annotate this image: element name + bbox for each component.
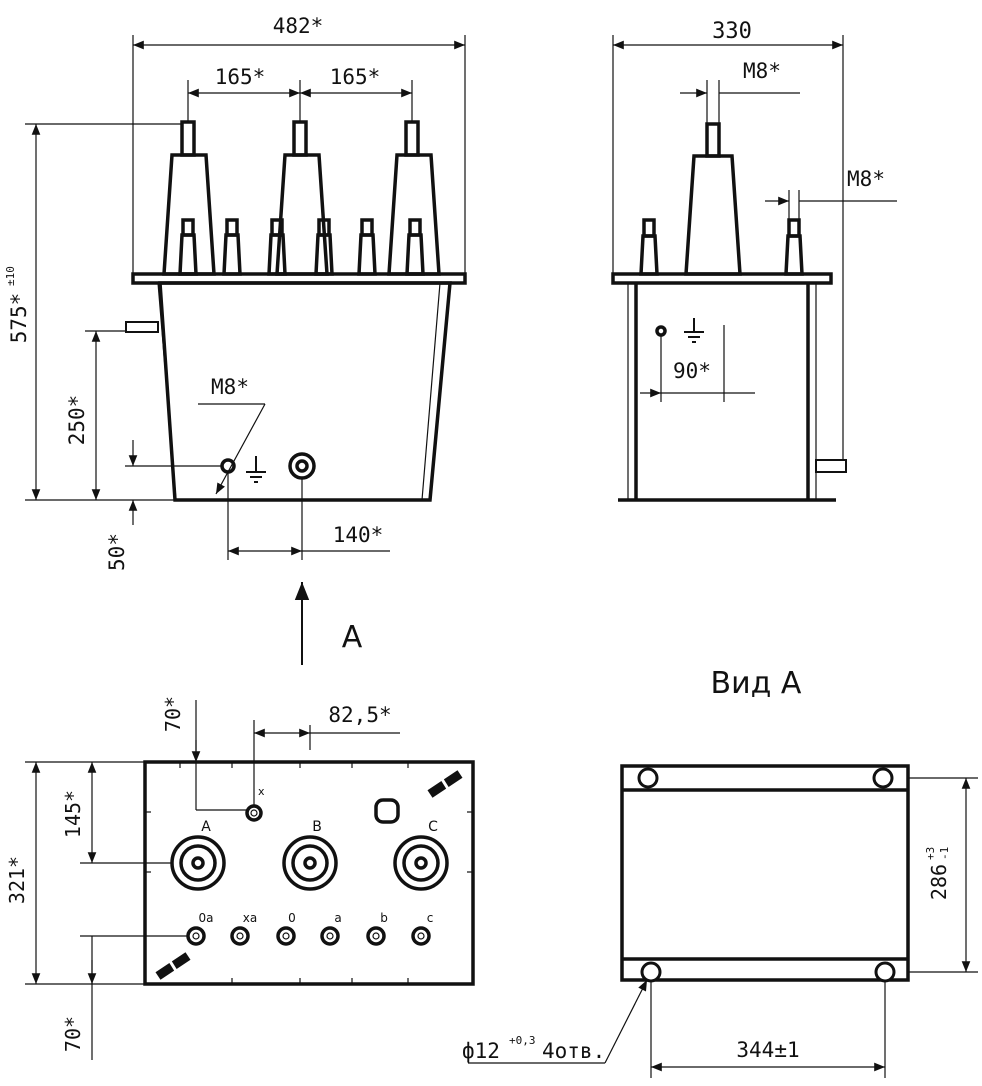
side-lv-bushing-right (784, 234, 804, 276)
ground-icon (684, 318, 704, 343)
ground-icon (246, 456, 266, 483)
base-dim-depth-label: 286 (927, 864, 951, 900)
hv-bushings (162, 120, 441, 276)
top-dim-phase-depth-label: 145* (61, 790, 85, 838)
mounting-hole (637, 767, 659, 789)
hv-bushing-a (162, 153, 216, 276)
dim-bolt-offset-label: 50* (105, 533, 129, 571)
top-dimensions (25, 700, 400, 1060)
top-dim-x-offset-label: 70* (161, 696, 185, 732)
tank-edge (421, 282, 441, 501)
lv-label-xa: xa (243, 911, 257, 925)
base-view: 286 +3 -1 344±1 ф12 +0,3 4отв. (462, 764, 978, 1078)
top-view: x A B C 0a xa 0 a (5, 696, 475, 1060)
hv-label-c: C (428, 819, 438, 835)
tank-edge (157, 282, 177, 501)
dim-bolt-spacing-label: 140* (333, 523, 384, 547)
hv-label-b: B (312, 819, 322, 835)
side-hv-terminal (705, 122, 721, 158)
lv-label-c: c (427, 911, 434, 925)
side-dim-depth-label: 330 (712, 19, 752, 44)
lv-label-b: b (380, 911, 388, 925)
hv-terminal-b (292, 120, 308, 157)
hv-terminal-c (404, 120, 420, 157)
x-terminal-label: x (258, 785, 265, 798)
side-dimensions (612, 35, 897, 460)
ground-bolt (220, 458, 236, 474)
hv-terminal-c (393, 835, 449, 891)
base-outline (620, 764, 910, 982)
hv-label-a: A (201, 819, 211, 835)
side-dim-ground-offset-label: 90* (673, 359, 711, 383)
hole-diameter-tolerance: +0,3 (509, 1034, 536, 1047)
lv-label-a: a (334, 911, 341, 925)
lifting-lug-icon (155, 952, 191, 980)
view-a-title: Вид А (711, 666, 802, 701)
dim-phase-right-label: 165* (330, 65, 381, 89)
base-dim-depth-upper: +3 (924, 847, 937, 860)
hv-terminal-a (170, 835, 226, 891)
side-ground-bolt (655, 325, 667, 337)
lifting-lug-icon (427, 770, 463, 798)
dim-width-label: 482* (273, 14, 324, 38)
bolt-label: M8* (211, 375, 249, 399)
dim-height-tolerance: ±10 (4, 266, 17, 286)
dim-phase-left-label: 165* (215, 65, 266, 89)
lv-label-0: 0 (288, 911, 296, 925)
view-arrow: A (294, 582, 363, 665)
hv-bushing-c (387, 153, 441, 276)
dim-ground-height-label: 250* (65, 395, 89, 446)
side-valve (815, 459, 847, 473)
side-hv-bushing (684, 154, 742, 276)
x-terminal (245, 804, 263, 822)
drain-plug (288, 452, 316, 480)
base-dim-depth-lower: -1 (938, 847, 951, 860)
top-dim-bottom-offset-label: 70* (61, 1016, 85, 1052)
base-dimensions (468, 777, 978, 1078)
lv-label-0a: 0a (199, 911, 214, 925)
front-dimensions (25, 35, 466, 560)
hole-count-label: 4отв. (542, 1039, 605, 1063)
dim-height-label: 575* (7, 293, 31, 344)
hv-terminal-a (180, 120, 196, 157)
base-dim-width-label: 344±1 (736, 1038, 799, 1062)
lv-terminals (186, 926, 431, 946)
view-arrow-label: A (342, 620, 363, 655)
mounting-hole (872, 767, 894, 789)
hole-diameter-label: ф12 (462, 1039, 500, 1063)
side-top-bolt-label: M8* (743, 59, 781, 83)
side-valve (125, 321, 159, 333)
lv-bushings (178, 218, 425, 276)
side-view: 330 M8* M8* 90* (611, 19, 897, 502)
filler-cap (374, 798, 400, 824)
top-dim-total-depth-label: 321* (5, 856, 29, 904)
mounting-hole (640, 961, 662, 983)
hv-terminal-b (282, 835, 338, 891)
side-bolt-label: M8* (847, 167, 885, 191)
mounting-hole (874, 961, 896, 983)
side-lv-bushing-left (639, 234, 659, 276)
top-dim-x-spacing-label: 82,5* (328, 703, 391, 727)
front-view: 482* 165* 165* 575* ±10 250* 50* 140* M8… (4, 14, 467, 571)
top-outline (143, 760, 475, 986)
